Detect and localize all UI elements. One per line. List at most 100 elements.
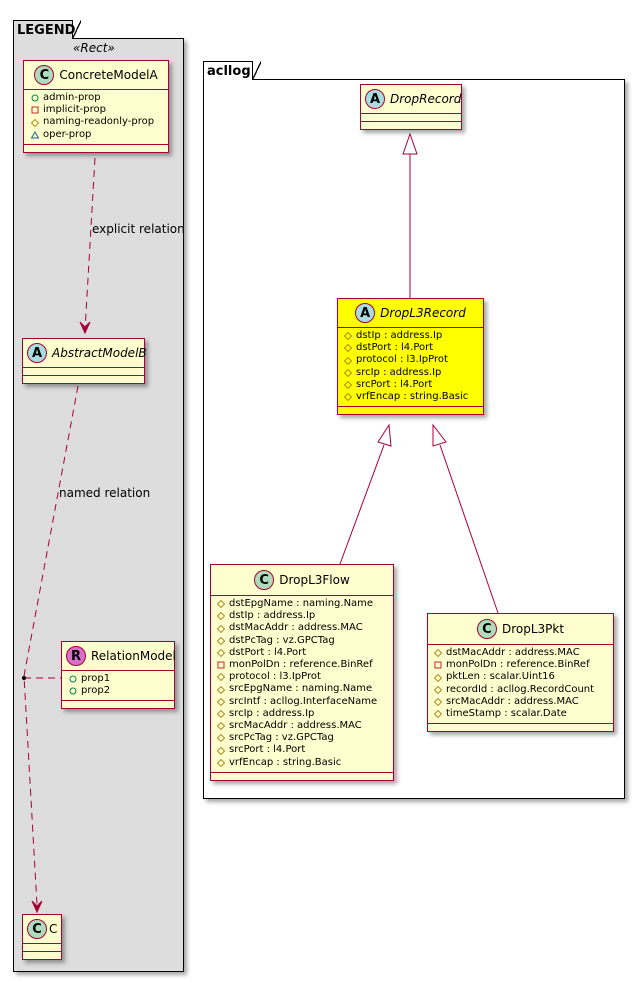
attribute-row: dstPort : l4.Port [217, 647, 387, 659]
attribute-text: srcIp : address.Ip [356, 366, 442, 378]
attribute-row: naming-readonly-prop [31, 116, 162, 128]
attribute-text: timeStamp : scalar.Date [446, 708, 567, 720]
protected-diamond-icon [217, 636, 225, 645]
class-methods [23, 376, 144, 383]
attribute-row: protocol : l3.IpProt [217, 671, 387, 683]
protected-diamond-icon [217, 685, 225, 694]
protected-diamond-icon [217, 624, 225, 633]
public-circle-icon [69, 687, 77, 695]
abstract-badge-icon: A [27, 343, 47, 363]
protected-diamond-icon [217, 722, 225, 731]
class-methods [338, 407, 483, 414]
protected-diamond-icon [434, 673, 442, 682]
attribute-row: dstEpgName : naming.Name [217, 598, 387, 610]
attribute-text: srcIp : address.Ip [229, 707, 315, 719]
abstract-badge-icon: A [365, 89, 385, 109]
class-attributes [361, 114, 461, 122]
class-drop-record[interactable]: A DropRecord [360, 84, 462, 130]
class-header: C C [23, 915, 61, 944]
attribute-text: recordId : acllog.RecordCount [446, 683, 595, 695]
protected-diamond-icon [217, 648, 225, 657]
protected-diamond-icon [217, 734, 225, 743]
attribute-text: srcMacAddr : address.MAC [446, 695, 579, 707]
attribute-text: monPolDn : reference.BinRef [229, 659, 373, 671]
attribute-row: prop2 [69, 685, 168, 697]
attribute-text: prop2 [81, 685, 111, 697]
attribute-row: vrfEncap : string.Basic [344, 391, 477, 403]
attribute-row: admin-prop [31, 92, 162, 104]
attribute-text: naming-readonly-prop [43, 116, 155, 128]
attribute-row: srcPcTag : vz.GPCTag [217, 732, 387, 744]
class-header: A DropL3Record [338, 299, 483, 328]
legend-stereotype: «Rect» [73, 41, 115, 55]
class-c[interactable]: C C [22, 914, 62, 960]
class-abstract-model-b[interactable]: A AbstractModelB [22, 338, 147, 384]
class-name: ConcreteModelA [59, 68, 158, 82]
attribute-text: dstPort : l4.Port [356, 342, 434, 354]
acllog-package-tab: acllog [203, 61, 261, 80]
attribute-text: dstPort : l4.Port [229, 646, 307, 658]
attribute-row: vrfEncap : string.Basic [217, 757, 387, 769]
class-relation-model[interactable]: R RelationModel prop1 prop2 [61, 641, 176, 710]
class-header: C DropL3Pkt [428, 614, 613, 645]
protected-diamond-icon [217, 758, 225, 767]
attribute-text: srcIntf : acllog.InterfaceName [229, 695, 378, 707]
attribute-row: recordId : acllog.RecordCount [434, 684, 607, 696]
class-badge-icon: C [476, 619, 497, 639]
protected-diamond-icon [344, 344, 352, 353]
attribute-row: srcPort : l4.Port [344, 379, 477, 391]
protected-diamond-icon [217, 673, 225, 682]
inherit-flow-line [339, 444, 385, 565]
attribute-text: dstIp : address.Ip [229, 610, 316, 622]
attribute-text: prop1 [81, 673, 111, 684]
attribute-text: monPolDn : reference.BinRef [446, 659, 590, 671]
attribute-row: srcEpgName : naming.Name [217, 683, 387, 695]
class-name: DropL3Record [380, 306, 466, 320]
attribute-row: srcIp : address.Ip [344, 367, 477, 379]
class-name: RelationModel [91, 649, 176, 663]
protected-diamond-icon [217, 709, 225, 718]
protected-diamond-icon [434, 697, 442, 706]
attribute-text: dstEpgName : naming.Name [229, 598, 374, 609]
attribute-text: protocol : l3.IpProt [356, 354, 448, 366]
attribute-row: srcMacAddr : address.MAC [434, 696, 607, 708]
attribute-text: srcPcTag : vz.GPCTag [229, 732, 334, 744]
class-methods [361, 122, 461, 129]
class-methods [23, 952, 61, 959]
public-circle-icon [31, 94, 39, 102]
attribute-row: srcIp : address.Ip [217, 708, 387, 720]
legend-package-tab: LEGEND [13, 20, 81, 39]
attribute-text: dstMacAddr : address.MAC [446, 647, 580, 658]
class-attributes: admin-prop implicit-prop naming-readonly… [24, 90, 168, 145]
attribute-row: dstIp : address.Ip [344, 330, 477, 342]
protected-diamond-icon [217, 612, 225, 621]
attribute-text: admin-prop [43, 92, 101, 103]
inherit-pkt-line [439, 444, 499, 614]
private-square-icon [31, 106, 39, 114]
class-badge-icon: C [254, 570, 275, 590]
protected-diamond-icon [31, 118, 39, 127]
class-name: C [49, 922, 58, 936]
class-methods [428, 724, 613, 731]
inherit-pkt-arrowhead [432, 423, 447, 447]
class-header: C ConcreteModelA [24, 61, 168, 90]
attribute-text: srcPort : l4.Port [229, 744, 306, 756]
attribute-row: monPolDn : reference.BinRef [217, 659, 387, 671]
attribute-row: implicit-prop [31, 104, 162, 116]
class-concrete-model-a[interactable]: C ConcreteModelA admin-prop implicit-pro… [23, 60, 169, 153]
attribute-row: protocol : l3.IpProt [344, 354, 477, 366]
attribute-row: srcIntf : acllog.InterfaceName [217, 696, 387, 708]
class-badge-icon: C [27, 919, 47, 939]
protected-diamond-icon [344, 368, 352, 377]
class-name: DropL3Flow [279, 573, 350, 587]
protected-diamond-icon [434, 710, 442, 719]
class-badge-icon: C [34, 65, 55, 85]
abstract-badge-icon: A [355, 303, 376, 323]
class-attributes [23, 944, 61, 952]
protected-diamond-icon [344, 332, 352, 341]
class-header: C DropL3Flow [211, 565, 393, 596]
